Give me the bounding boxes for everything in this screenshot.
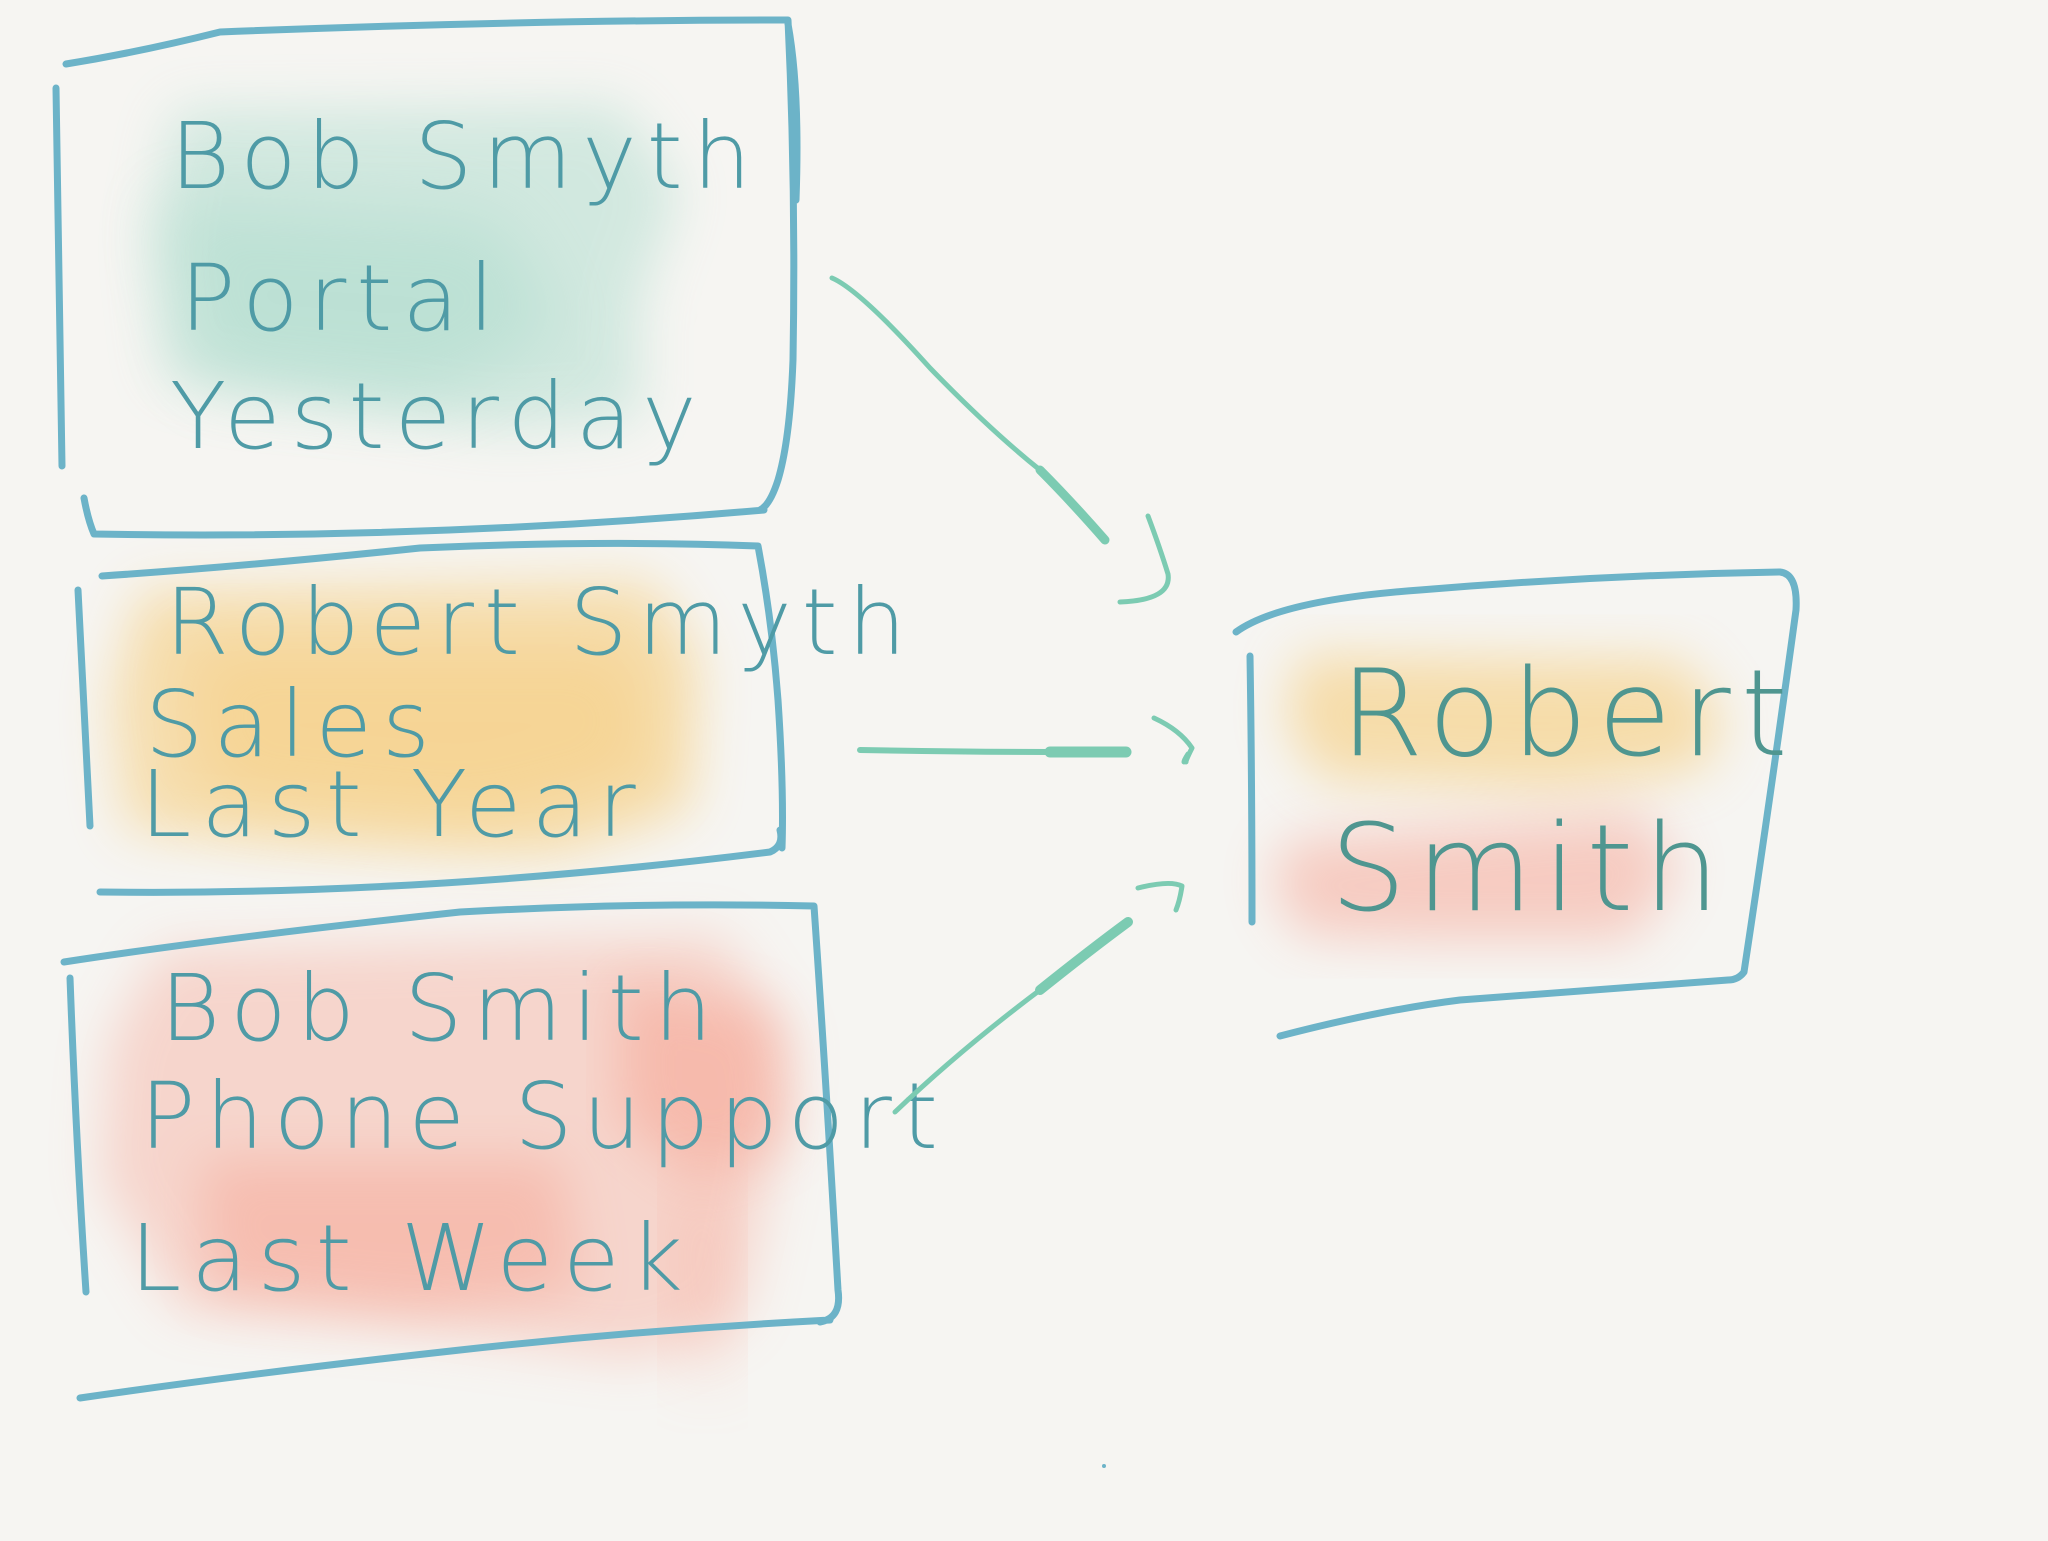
source-2-border [74, 539, 786, 896]
source-2-when: Last Year [140, 751, 646, 858]
source-3-name: Bob Smith [160, 955, 722, 1062]
merged-first-name-wash [1285, 655, 1725, 790]
source-record-1: Bob Smyth Portal Yesterday [52, 16, 801, 539]
source-3-border [60, 901, 843, 1402]
source-3-wash-b [620, 980, 790, 1180]
arrow-from-source-3 [892, 880, 1185, 1115]
merged-first-name-highlight [1285, 655, 1725, 790]
merged-record-border [1232, 568, 1800, 1040]
source-2-name: Robert Smyth [165, 569, 916, 676]
source-3-channel: Phone Support [140, 1063, 948, 1170]
source-1-when: Yesterday [170, 363, 707, 470]
merged-last-name-wash [1270, 812, 1680, 940]
stray-ink-dot [1102, 1464, 1106, 1468]
merge-arrows [829, 275, 1195, 1115]
source-1-highlight [150, 105, 680, 430]
source-2-channel: Sales [145, 671, 440, 778]
merged-last-name: Smith [1330, 800, 1730, 939]
source-1-channel: Portal [180, 245, 504, 352]
merged-first-name: Robert [1340, 645, 1798, 784]
source-record-2: Robert Smyth Sales Last Year [74, 539, 916, 896]
source-3-wash-c [200, 1160, 580, 1310]
arrow-from-source-1 [829, 275, 1171, 605]
source-3-when: Last Week [130, 1205, 693, 1312]
merged-record: Robert Smith [1232, 568, 1800, 1040]
source-1-name: Bob Smyth [170, 103, 761, 210]
source-2-wash-b [180, 640, 660, 830]
source-1-border [52, 16, 801, 539]
source-3-highlight [100, 935, 790, 1375]
source-2-highlight [110, 580, 700, 855]
arrow-from-source-2 [857, 715, 1195, 765]
merged-last-name-highlight [1270, 812, 1680, 940]
source-1-wash-b [160, 200, 560, 400]
source-record-3: Bob Smith Phone Support Last Week [60, 901, 948, 1402]
